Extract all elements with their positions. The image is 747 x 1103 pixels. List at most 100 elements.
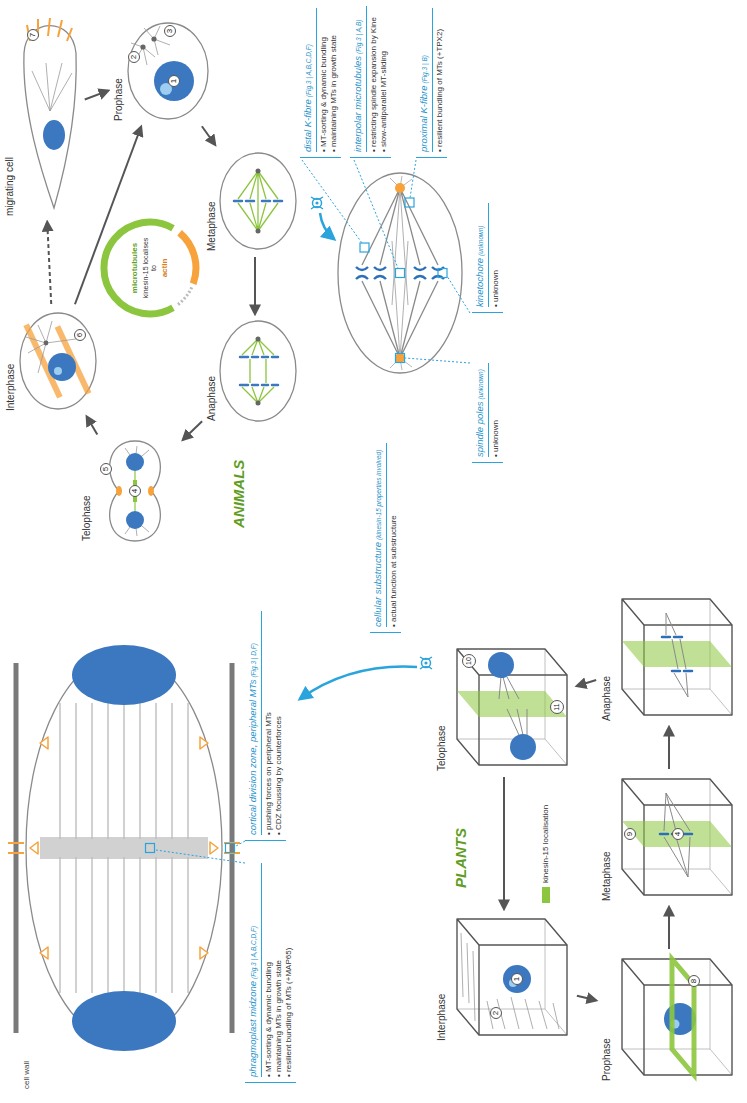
plant-anaphase-cell <box>622 599 732 715</box>
label: cell wall <box>22 1061 31 1089</box>
animal-anaphase-cell <box>256 401 261 406</box>
spindle-drawing <box>356 267 444 279</box>
spindle-drawing <box>396 354 405 363</box>
animal-telophase-cell <box>110 441 161 541</box>
telophase-zoom <box>300 657 432 699</box>
spindle-drawing <box>390 176 412 370</box>
figure-reference: (Fig.3 | B) <box>421 55 428 83</box>
spindle-drawing <box>395 183 405 193</box>
phragmoplast-drawing <box>200 737 208 749</box>
cycle-arrow <box>577 996 596 1001</box>
spindle-drawing <box>395 353 405 363</box>
annotation-heading: proximal K-fibre <box>418 85 429 152</box>
cell-phase: Interphase <box>4 308 104 413</box>
animal-interphase-cell <box>54 367 62 375</box>
bullet-text: • MT-sorting & dynamic bundling <box>319 8 329 152</box>
cycle-arrow <box>577 680 596 686</box>
animal-telophase-cell <box>116 486 122 496</box>
phragmoplast-drawing <box>30 842 38 854</box>
phragmoplast-drawing <box>8 645 245 1051</box>
animal-anaphase-cell <box>220 321 296 421</box>
spindle-drawing <box>362 188 438 358</box>
telophase-zoom <box>422 659 431 668</box>
annotation-block: kinetochore(unknown)• unknown <box>472 203 503 313</box>
bullet-text: • slow-antiparallel MT-sliding <box>379 6 389 152</box>
figure-reference: (Fig.3 | D,F) <box>250 643 257 678</box>
callout-number: 5 <box>100 463 112 475</box>
phase-label: Interphase <box>4 308 17 413</box>
phragmoplast-drawing <box>210 842 218 854</box>
callout-number: 1 <box>168 75 180 87</box>
bullet-text: • restricting spindle expansion by Kine <box>369 6 379 152</box>
annotation-heading: cellular substructure <box>372 542 383 627</box>
ring-caption: kinesin-15 localises to <box>142 236 158 300</box>
group-title: ANIMALS <box>230 460 247 528</box>
heading-rule: cellular substructure(kinesin-15 propert… <box>370 443 387 627</box>
cycle-arrow <box>202 126 215 144</box>
plant-anaphase-cell <box>662 637 692 671</box>
figure-reference: (unknown) <box>477 226 484 256</box>
migrating-cell-drawing <box>32 63 72 111</box>
plant-metaphase-cell <box>622 821 732 847</box>
animal-interphase-cell <box>48 353 76 381</box>
plant-cell-phase: Anaphase <box>600 593 738 723</box>
heading-rule: kinetochore(unknown) <box>472 203 489 307</box>
plant-telophase-cell <box>457 649 567 765</box>
figure-reference: (Fig.3 | A,B,C,D,F) <box>250 926 257 979</box>
plant-telophase-cell <box>510 734 536 760</box>
phragmoplast-drawing <box>236 841 245 846</box>
phase-label: Anaphase <box>205 318 218 423</box>
animal-prophase-cell <box>128 23 208 119</box>
heading-rule: phragmoplast midzone(Fig.3 | A,B,C,D,F) <box>245 863 262 1077</box>
phragmoplast-drawing <box>156 850 245 863</box>
annotation-heading: cortical division zone, peripheral MTs <box>247 680 258 835</box>
spindle-drawing <box>410 160 416 198</box>
plant-metaphase-cell <box>622 779 732 895</box>
spindle-drawing <box>360 198 447 363</box>
annotation-block: distal K-fibre(Fig.3 | A,B,C,D,F)• MT-so… <box>300 8 341 158</box>
metaphase-zoom <box>315 201 318 204</box>
animal-prophase-cell <box>151 36 156 41</box>
phragmoplast-drawing <box>40 947 48 959</box>
migrating-cell-drawing <box>24 26 76 208</box>
heading-rule: spindle poles(unknown) <box>472 363 489 457</box>
metaphase-zoom <box>311 197 323 209</box>
migrating-cell-drawing <box>24 18 76 208</box>
callout-number: 4 <box>672 828 684 840</box>
cycle-arrow <box>87 416 98 434</box>
spindle-drawing <box>302 160 362 243</box>
telophase-zoom <box>424 661 427 664</box>
annotation-block: interpolar microtubules(Fig.3 | A,B)• re… <box>350 6 391 158</box>
bullet-text: • resilient bundling of MTs (+TPX2) <box>435 8 445 152</box>
plant-interphase-cell <box>457 919 567 1035</box>
cell-phase: Anaphase <box>205 318 305 423</box>
cell-phase: Prophase <box>112 18 212 123</box>
plant-anaphase-cell <box>666 613 688 697</box>
figure-reference: (unknown) <box>477 369 484 399</box>
annotation-block: proximal K-fibre (Fig.3 | B) • resilient b… <box>416 8 447 158</box>
callout-number: 8 <box>688 975 700 987</box>
phase-label: Telophase <box>435 643 448 773</box>
animal-telophase-cell <box>125 446 149 536</box>
spindle-drawing <box>360 243 369 252</box>
spindle-drawing <box>354 160 398 268</box>
heading-rule: distal K-fibre(Fig.3 | A,B,C,D,F) <box>300 8 317 152</box>
animal-interphase-cell <box>20 313 96 409</box>
heading-rule: interpolar microtubules(Fig.3 | A,B) <box>350 6 367 152</box>
group-title: PLANTS <box>452 828 469 888</box>
metaphase-zoom <box>313 199 322 208</box>
bullet-text: • actual function at substructure <box>389 443 399 627</box>
spindle-drawing <box>392 188 408 358</box>
plant-prophase-cell <box>622 959 732 1075</box>
cycle-arrow <box>254 257 256 314</box>
callout-number: 10 <box>462 654 476 668</box>
spindle-drawing <box>405 358 470 363</box>
animal-telophase-cell <box>148 486 154 496</box>
callout-number: 2 <box>490 1007 502 1019</box>
phragmoplast-drawing <box>30 737 218 959</box>
cycle-arrow <box>85 91 109 100</box>
localisation-ring-node: microtubuleskinesin-15 localises toactin <box>100 218 200 318</box>
animal-metaphase-cell <box>256 169 261 174</box>
annotation-heading: interpolar microtubules <box>352 56 363 152</box>
